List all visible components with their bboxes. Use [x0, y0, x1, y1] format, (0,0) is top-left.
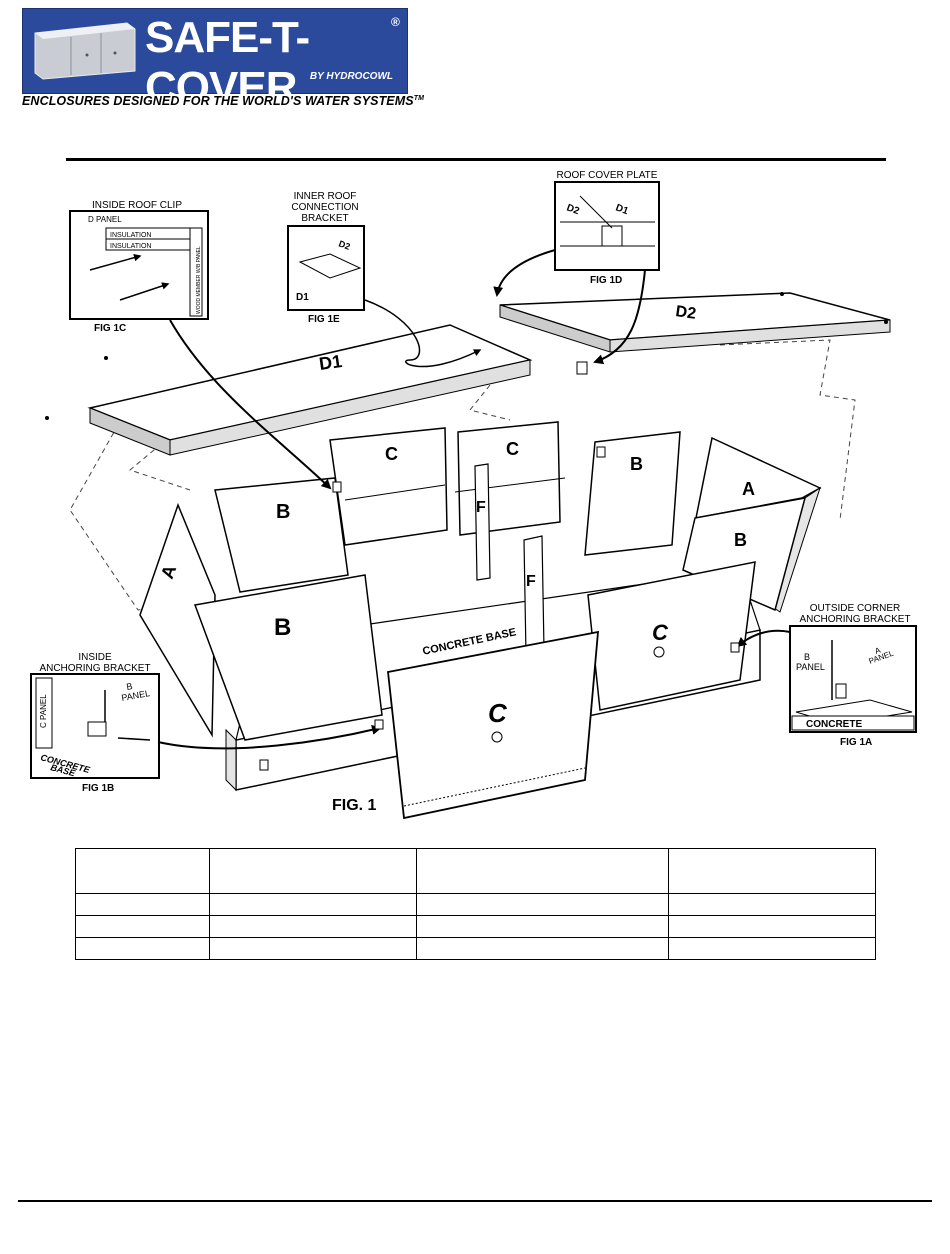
- detail-fig-1c: INSIDE ROOF CLIP D PANEL INSULATION INSU…: [69, 200, 209, 334]
- back-c-left-label: C: [385, 444, 398, 464]
- fig1b-title-2: ANCHORING BRACKET: [39, 663, 150, 674]
- fig1d-title: ROOF COVER PLATE: [557, 170, 658, 181]
- roof-panel-d2: D2: [499, 292, 891, 353]
- fig1a-caption: FIG 1A: [840, 737, 872, 748]
- company-logo: SAFE-T-COVER ® BY HYDROCOWL: [22, 8, 408, 112]
- brand-name: SAFE-T-COVER: [145, 13, 310, 112]
- table-cell: [668, 937, 876, 960]
- fig1d-d2: D2: [565, 202, 581, 217]
- back-b-panel-left: B: [214, 477, 349, 593]
- front-right-c-label: C: [652, 620, 669, 645]
- table-cell: [416, 937, 669, 960]
- figure-title: FIG. 1: [332, 797, 377, 814]
- left-a-label: A: [157, 562, 180, 581]
- fig1c-wood-member: WOOD MEMBER W/B PANEL: [196, 246, 202, 314]
- fig1e-caption: FIG 1E: [308, 314, 340, 325]
- table-header-row: [75, 848, 876, 894]
- table-cell: [416, 915, 669, 938]
- left-a-panel: A: [139, 502, 216, 738]
- fig1c-title: INSIDE ROOF CLIP: [92, 200, 182, 211]
- fig1c-insulation-1: INSULATION: [110, 232, 152, 239]
- front-c-panel: C: [387, 630, 600, 820]
- hardware-screws: [45, 292, 888, 771]
- table-cell: [209, 937, 417, 960]
- table-cell: [668, 915, 876, 938]
- front-f-post: F: [523, 535, 545, 656]
- fig1a-title-2: ANCHORING BRACKET: [799, 614, 910, 625]
- enclosure-illustration: [34, 22, 136, 80]
- detail-fig-1e: INNER ROOF CONNECTION BRACKET D2 D1 FIG …: [287, 191, 482, 368]
- assembly-outline: [69, 339, 856, 611]
- d1-label: D1: [318, 351, 344, 374]
- front-right-c-panel: C: [587, 561, 756, 711]
- table-cell: [75, 915, 210, 938]
- back-f-label: F: [476, 499, 486, 516]
- fig1c-insulation-2: INSULATION: [110, 243, 152, 250]
- brand-byline: BY HYDROCOWL: [309, 71, 393, 82]
- front-b-panel: B: [193, 574, 383, 741]
- fig1b-title-1: INSIDE: [78, 652, 112, 663]
- table-cell: [209, 915, 417, 938]
- front-f-label: F: [526, 573, 536, 590]
- fig1e-d2: D2: [337, 238, 351, 251]
- fig1c-caption: FIG 1C: [94, 323, 126, 334]
- d2-label: D2: [674, 303, 697, 323]
- detail-fig-1b: INSIDE ANCHORING BRACKET C PANEL B PANEL…: [30, 652, 382, 794]
- parts-table: [75, 848, 876, 960]
- front-b-label: B: [274, 614, 291, 641]
- fig1d-caption: FIG 1D: [590, 275, 622, 286]
- trademark-mark: TM: [413, 94, 425, 102]
- back-b-panel-right: B: [584, 431, 681, 556]
- back-b-right-label: B: [630, 454, 643, 474]
- fig1b-b-panel-1: B: [126, 681, 134, 692]
- table-cell: [668, 848, 876, 894]
- fig1a-b-panel-2: PANEL: [796, 662, 825, 672]
- table-cell: [75, 893, 210, 916]
- table-cell: [209, 893, 417, 916]
- registered-mark: ®: [391, 15, 400, 29]
- front-c-label: C: [488, 698, 508, 728]
- back-c-right-label: C: [506, 439, 519, 459]
- fig1a-a-panel-1: A: [874, 645, 883, 656]
- fig1a-concrete: CONCRETE: [806, 719, 862, 730]
- detail-fig-1a: OUTSIDE CORNER ANCHORING BRACKET B PANEL…: [736, 603, 917, 748]
- fig1e-d1: D1: [296, 292, 309, 303]
- fig1e-title-3: BRACKET: [301, 213, 348, 224]
- fig1a-title-1: OUTSIDE CORNER: [810, 603, 901, 614]
- table-row: [75, 893, 876, 916]
- header-divider: [66, 158, 886, 161]
- fig1c-pointer-arrow: [169, 319, 332, 490]
- table-cell: [75, 937, 210, 960]
- roof-panel-d1: D1: [87, 324, 533, 456]
- table-cell: [209, 848, 417, 894]
- fig1b-c-panel: C PANEL: [39, 694, 48, 728]
- right-b-label: B: [734, 530, 747, 550]
- table-cell: [416, 893, 669, 916]
- tagline-text: ENCLOSURES DESIGNED FOR THE WORLD'S WATE…: [22, 94, 414, 108]
- fig1b-b-panel-2: PANEL: [121, 688, 151, 703]
- detail-fig-1d: ROOF COVER PLATE D2 D1 FIG 1D: [493, 170, 660, 365]
- exploded-assembly-diagram: CONCRETE BASE D1 D2 C C B B A: [30, 170, 917, 820]
- back-b-left-label: B: [276, 501, 290, 523]
- table-row: [75, 915, 876, 938]
- fig1c-d-panel: D PANEL: [88, 215, 122, 224]
- fig1d-d1: D1: [614, 202, 630, 217]
- table-cell: [75, 848, 210, 894]
- back-c-panel-left: C: [329, 427, 448, 546]
- table-cell: [668, 893, 876, 916]
- tagline: ENCLOSURES DESIGNED FOR THE WORLD'S WATE…: [22, 94, 424, 108]
- fig1a-b-panel-1: B: [804, 652, 810, 662]
- fig1e-title-2: CONNECTION: [291, 202, 358, 213]
- table-row: [75, 937, 876, 960]
- back-c-panel-right: C: [454, 421, 566, 536]
- back-f-post: F: [474, 463, 491, 581]
- table-cell: [416, 848, 669, 894]
- fig1e-title-1: INNER ROOF: [294, 191, 357, 202]
- footer-divider: [18, 1200, 932, 1202]
- fig1b-caption: FIG 1B: [82, 783, 114, 794]
- right-a-label: A: [742, 479, 755, 499]
